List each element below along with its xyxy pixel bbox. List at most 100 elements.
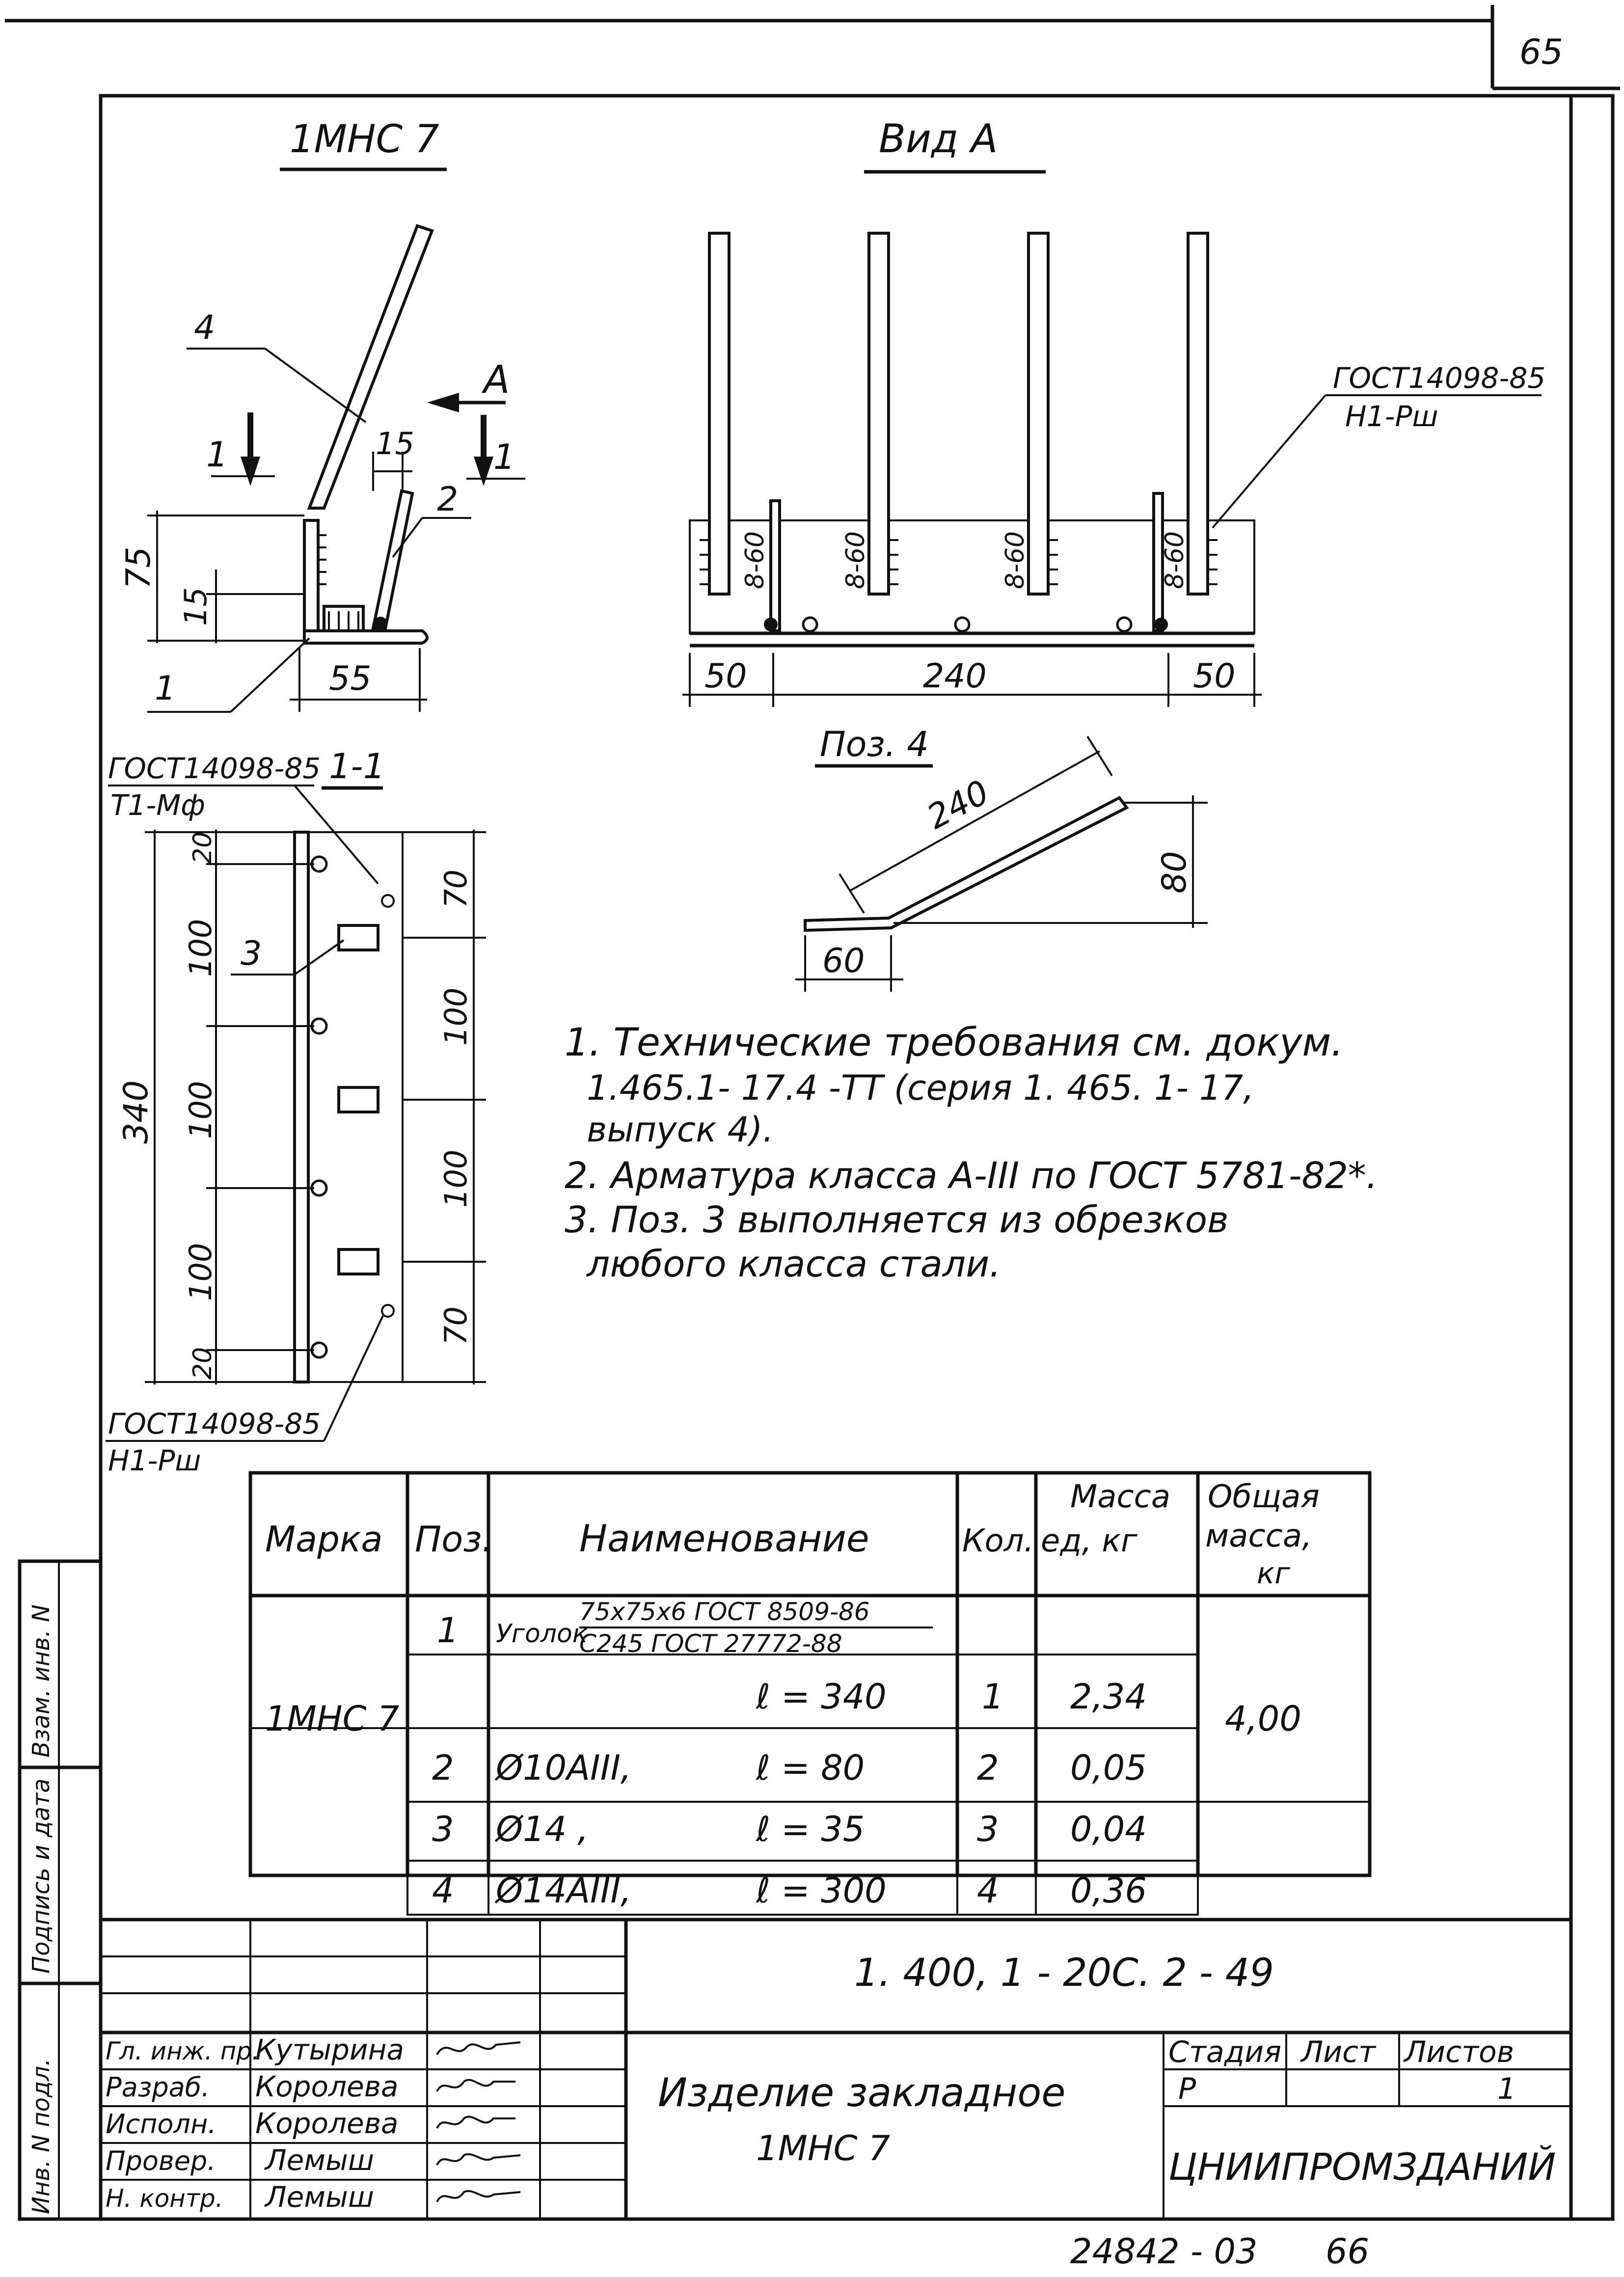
header-total-3: кг xyxy=(1257,1556,1290,1591)
note-1c: выпуск 4). xyxy=(587,1110,774,1150)
header-total-2: масса, xyxy=(1205,1518,1312,1554)
sheets-value: 1 xyxy=(1497,2072,1516,2106)
footer-num: 66 xyxy=(1326,2231,1369,2272)
row1-name-prefix: Уголок xyxy=(496,1619,588,1649)
row4-pos: 4 xyxy=(432,1870,454,1911)
pos4-dim-240: 240 xyxy=(921,773,996,837)
weld-top-line2: Т1-Мф xyxy=(110,788,205,822)
dim-a-right: 50 xyxy=(1193,657,1236,696)
weld-mark-2: 8-60 xyxy=(841,531,870,589)
weld-top-line1: ГОСТ14098-85 xyxy=(108,752,321,785)
row4-length: ℓ = 300 xyxy=(756,1870,887,1911)
header-mark: Марка xyxy=(265,1518,383,1560)
pos4-title: Поз. 4 xyxy=(820,724,929,764)
row3-qty: 3 xyxy=(977,1809,999,1849)
page-number: 65 xyxy=(1519,32,1563,72)
row4-qty: 4 xyxy=(977,1870,999,1911)
label-2: 2 xyxy=(437,480,458,519)
label-1: 1 xyxy=(155,669,176,708)
header-pos: Поз. xyxy=(415,1518,493,1560)
label-4: 4 xyxy=(194,308,215,347)
weld-bottom-line2: Н1-Рш xyxy=(108,1444,201,1477)
section-1-1: ГОСТ14098-85 Т1-Мф 1-1 340 20 100 100 xyxy=(106,746,486,1477)
dim-55: 55 xyxy=(329,659,372,698)
title-block: 1. 400, 1 - 20С. 2 - 49 Изделие закладно… xyxy=(101,1918,1571,2219)
margin-replace-inv: Взам. инв. N xyxy=(27,1604,55,1758)
signatures xyxy=(436,2041,521,2202)
sheet-frame xyxy=(5,5,1620,2221)
name-3: Королева xyxy=(255,2107,398,2140)
header-total-1: Общая xyxy=(1208,1479,1320,1515)
row3-pos: 3 xyxy=(432,1809,454,1849)
margin-sign-date: Подпись и дата xyxy=(27,1778,55,1974)
row2-length: ℓ = 80 xyxy=(756,1748,865,1788)
view-a: Вид А 8-60 8-60 8-60 8-60 ГОСТ14098-85 xyxy=(682,116,1545,707)
stage-label: Стадия xyxy=(1168,2035,1281,2069)
row1-length: ℓ = 340 xyxy=(756,1677,887,1717)
row3-length: ℓ = 35 xyxy=(756,1809,865,1849)
doc-code: 1. 400, 1 - 20С. 2 - 49 xyxy=(854,1951,1274,1995)
row1-name-bottom: С245 ГОСТ 27772-88 xyxy=(579,1629,842,1658)
row1-pos: 1 xyxy=(437,1610,459,1651)
dim-left-4: 100 xyxy=(183,1243,218,1301)
row2-name: Ø10АIII, xyxy=(494,1748,631,1788)
header-mass-unit-2: ед, кг xyxy=(1041,1523,1137,1559)
weld-mark-1: 8-60 xyxy=(740,531,770,589)
section-mark-left: 1 xyxy=(206,434,228,475)
dim-left-1: 20 xyxy=(188,832,217,864)
row1-mass: 2,34 xyxy=(1070,1677,1147,1717)
row2-mass: 0,05 xyxy=(1070,1748,1147,1788)
name-1: Кутырина xyxy=(255,2033,404,2066)
sheet-label: Лист xyxy=(1300,2035,1377,2069)
header-qty: Кол. xyxy=(962,1523,1034,1559)
dim-a-left: 50 xyxy=(704,657,747,696)
dim-left-3: 100 xyxy=(183,1081,218,1139)
note-1b: 1.465.1- 17.4 -ТТ (серия 1. 465. 1- 17, xyxy=(587,1068,1254,1108)
product-title-1: Изделие закладное xyxy=(658,2070,1066,2115)
label-3: 3 xyxy=(241,934,262,973)
weld-mark-3: 8-60 xyxy=(1001,531,1030,589)
cell-mark: 1МНС 7 xyxy=(265,1699,399,1739)
dim-left-5: 20 xyxy=(188,1347,217,1380)
pos4-dim-80: 80 xyxy=(1155,851,1194,894)
cell-total-mass: 4,00 xyxy=(1225,1699,1301,1739)
margin-inv-original: Инв. N подл. xyxy=(27,2059,55,2214)
name-4: Лемыш xyxy=(264,2143,374,2177)
dim-left-2: 100 xyxy=(183,919,218,977)
dim-a-mid: 240 xyxy=(923,657,987,696)
row4-mass: 0,36 xyxy=(1070,1870,1147,1911)
row1-name-top: 75х75х6 ГОСТ 8509-86 xyxy=(579,1598,870,1626)
section-mark-right: 1 xyxy=(493,437,515,477)
view-left-title: 1МНС 7 xyxy=(290,117,439,162)
dim-right-3: 100 xyxy=(438,1150,474,1208)
technical-notes: 1. Технические требования см. докум. 1.4… xyxy=(565,1021,1378,1285)
role-5: Н. контр. xyxy=(106,2184,223,2213)
stage-value: Р xyxy=(1178,2072,1196,2106)
dim-right-1: 70 xyxy=(438,869,474,908)
weld-note-a-line2: Н1-Рш xyxy=(1345,400,1438,433)
name-2: Королева xyxy=(255,2070,398,2103)
weld-mark-4: 8-60 xyxy=(1160,531,1190,589)
footer-code: 24842 - 03 xyxy=(1070,2231,1258,2272)
note-1a: 1. Технические требования см. докум. xyxy=(565,1021,1343,1065)
row3-name: Ø14 , xyxy=(494,1809,589,1849)
section-title: 1-1 xyxy=(329,746,385,786)
dim-right-2: 100 xyxy=(438,988,474,1046)
product-title-2: 1МНС 7 xyxy=(756,2128,890,2169)
pos4-detail: Поз. 4 240 80 60 xyxy=(795,724,1208,992)
org-name: ЦНИИПРОМЗДАНИЙ xyxy=(1168,2145,1556,2189)
dim-15: 15 xyxy=(178,587,214,626)
row2-qty: 2 xyxy=(977,1748,999,1788)
role-1: Гл. инж. пр. xyxy=(106,2037,260,2065)
pos4-dim-60: 60 xyxy=(822,942,865,980)
row1-qty: 1 xyxy=(982,1677,1004,1717)
label-a: А xyxy=(481,358,510,402)
role-2: Разраб. xyxy=(106,2072,210,2103)
dim-right-4: 70 xyxy=(438,1306,474,1345)
header-mass-unit-1: Масса xyxy=(1070,1479,1170,1515)
note-3a: 3. Поз. 3 выполняется из обрезков xyxy=(565,1199,1229,1241)
spec-row-4: 4 Ø14АIII, ℓ = 300 4 0,36 xyxy=(406,1860,1199,1916)
dim-total-340: 340 xyxy=(117,1080,156,1144)
sheets-label: Листов xyxy=(1403,2035,1514,2069)
